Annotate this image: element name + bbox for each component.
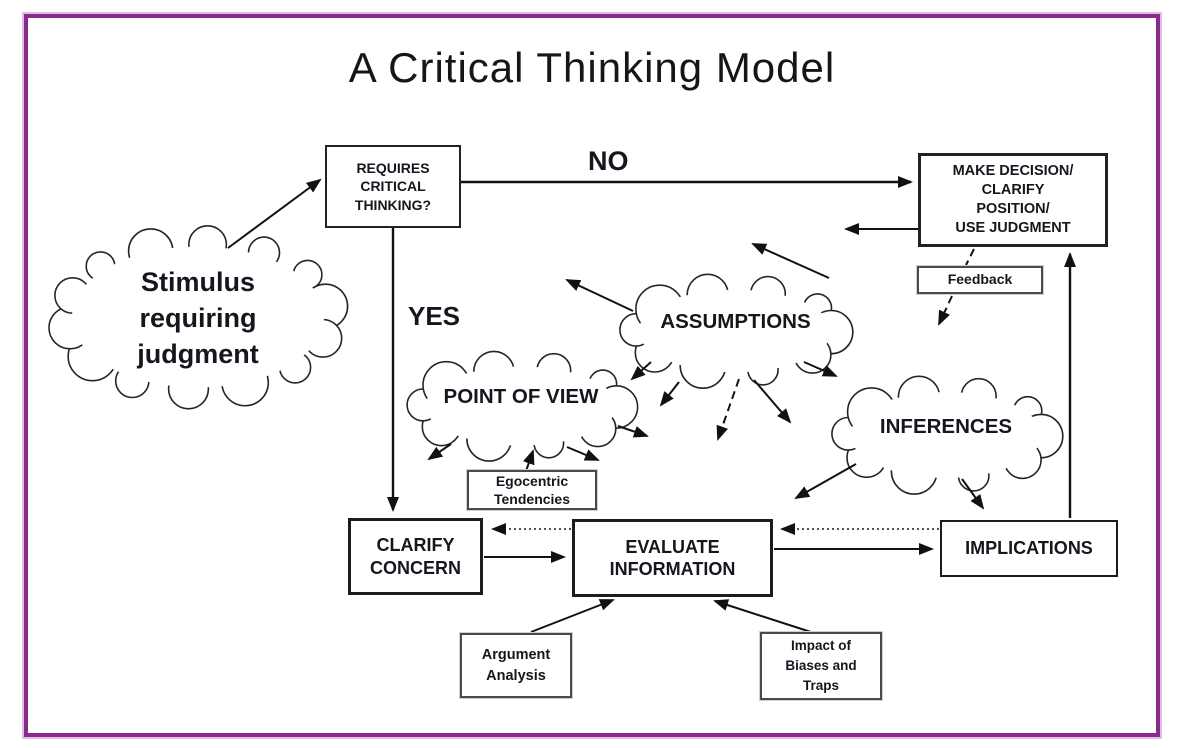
node-evaluate-information: EVALUATE INFORMATION <box>572 519 773 597</box>
cloud-inferences-label: INFERENCES <box>879 415 1013 438</box>
node-requires-critical-thinking: REQUIRES CRITICAL THINKING? <box>325 145 461 228</box>
cloud-point-of-view-label: POINT OF VIEW <box>443 385 599 408</box>
cloud-stimulus-label: Stimulus requiring judgment <box>137 267 259 369</box>
page-title: A Critical Thinking Model <box>348 44 836 91</box>
page-frame <box>22 12 1162 739</box>
branch-label-no: NO <box>588 146 629 176</box>
node-feedback: Feedback <box>917 266 1043 294</box>
node-make-decision: MAKE DECISION/ CLARIFY POSITION/ USE JUD… <box>918 153 1108 247</box>
node-egocentric-tendencies: Egocentric Tendencies <box>467 470 597 510</box>
node-clarify-concern: CLARIFY CONCERN <box>348 518 483 595</box>
node-impact-biases-traps: Impact of Biases and Traps <box>760 632 882 700</box>
branch-label-yes: YES <box>408 301 461 331</box>
node-argument-analysis: Argument Analysis <box>460 633 572 698</box>
cloud-assumptions-label: ASSUMPTIONS <box>660 310 811 333</box>
node-implications: IMPLICATIONS <box>940 520 1118 577</box>
